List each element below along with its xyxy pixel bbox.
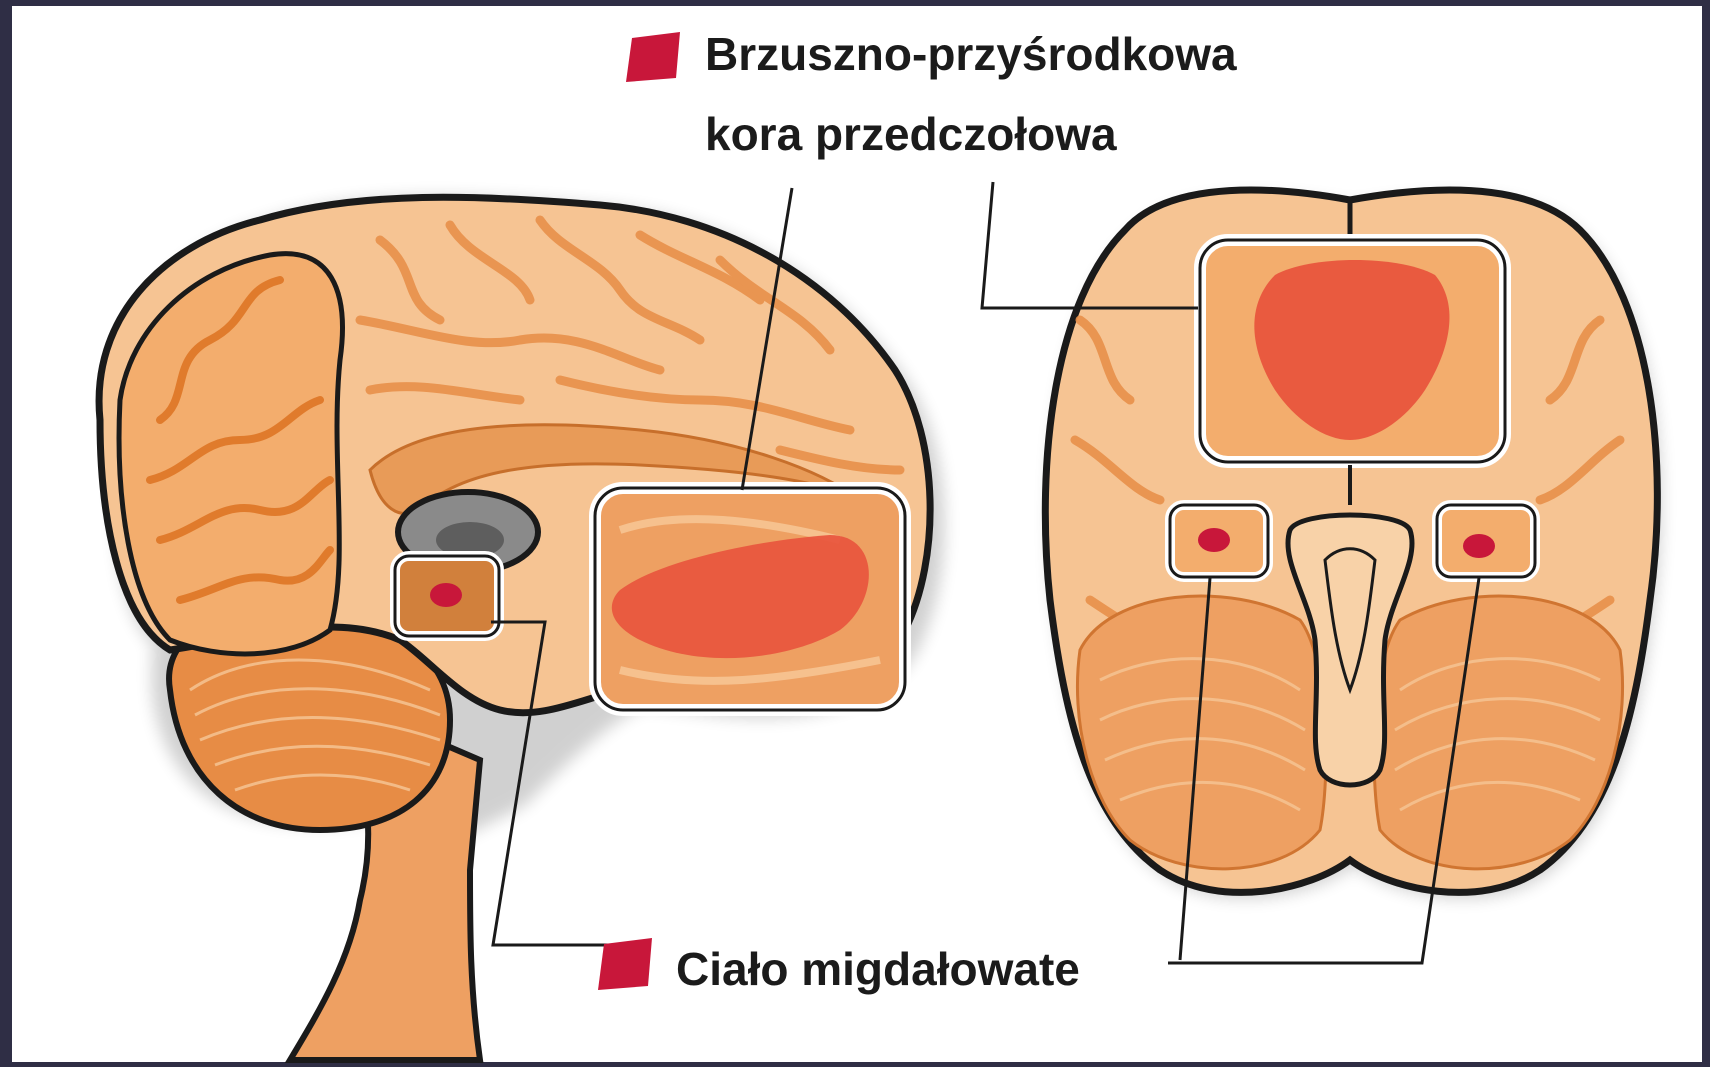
sagittal-brain: [99, 197, 944, 1060]
amygdala-marker-ventral-left: [1198, 528, 1230, 552]
amygdala-marker-ventral-right: [1463, 534, 1495, 558]
ventral-brain: [1045, 190, 1661, 898]
label-vmpfc: Brzuszno-przyśrodkowa kora przedczołowa: [626, 28, 1237, 160]
amygdala-marker-sagittal: [430, 583, 462, 607]
vmpfc-swatch: [626, 32, 680, 82]
vmpfc-label-line2: kora przedczołowa: [705, 108, 1117, 160]
amygdala-swatch: [598, 938, 652, 990]
vmpfc-label-line1: Brzuszno-przyśrodkowa: [705, 28, 1237, 80]
label-amygdala: Ciało migdałowate: [598, 938, 1080, 995]
amygdala-label: Ciało migdałowate: [676, 943, 1080, 995]
